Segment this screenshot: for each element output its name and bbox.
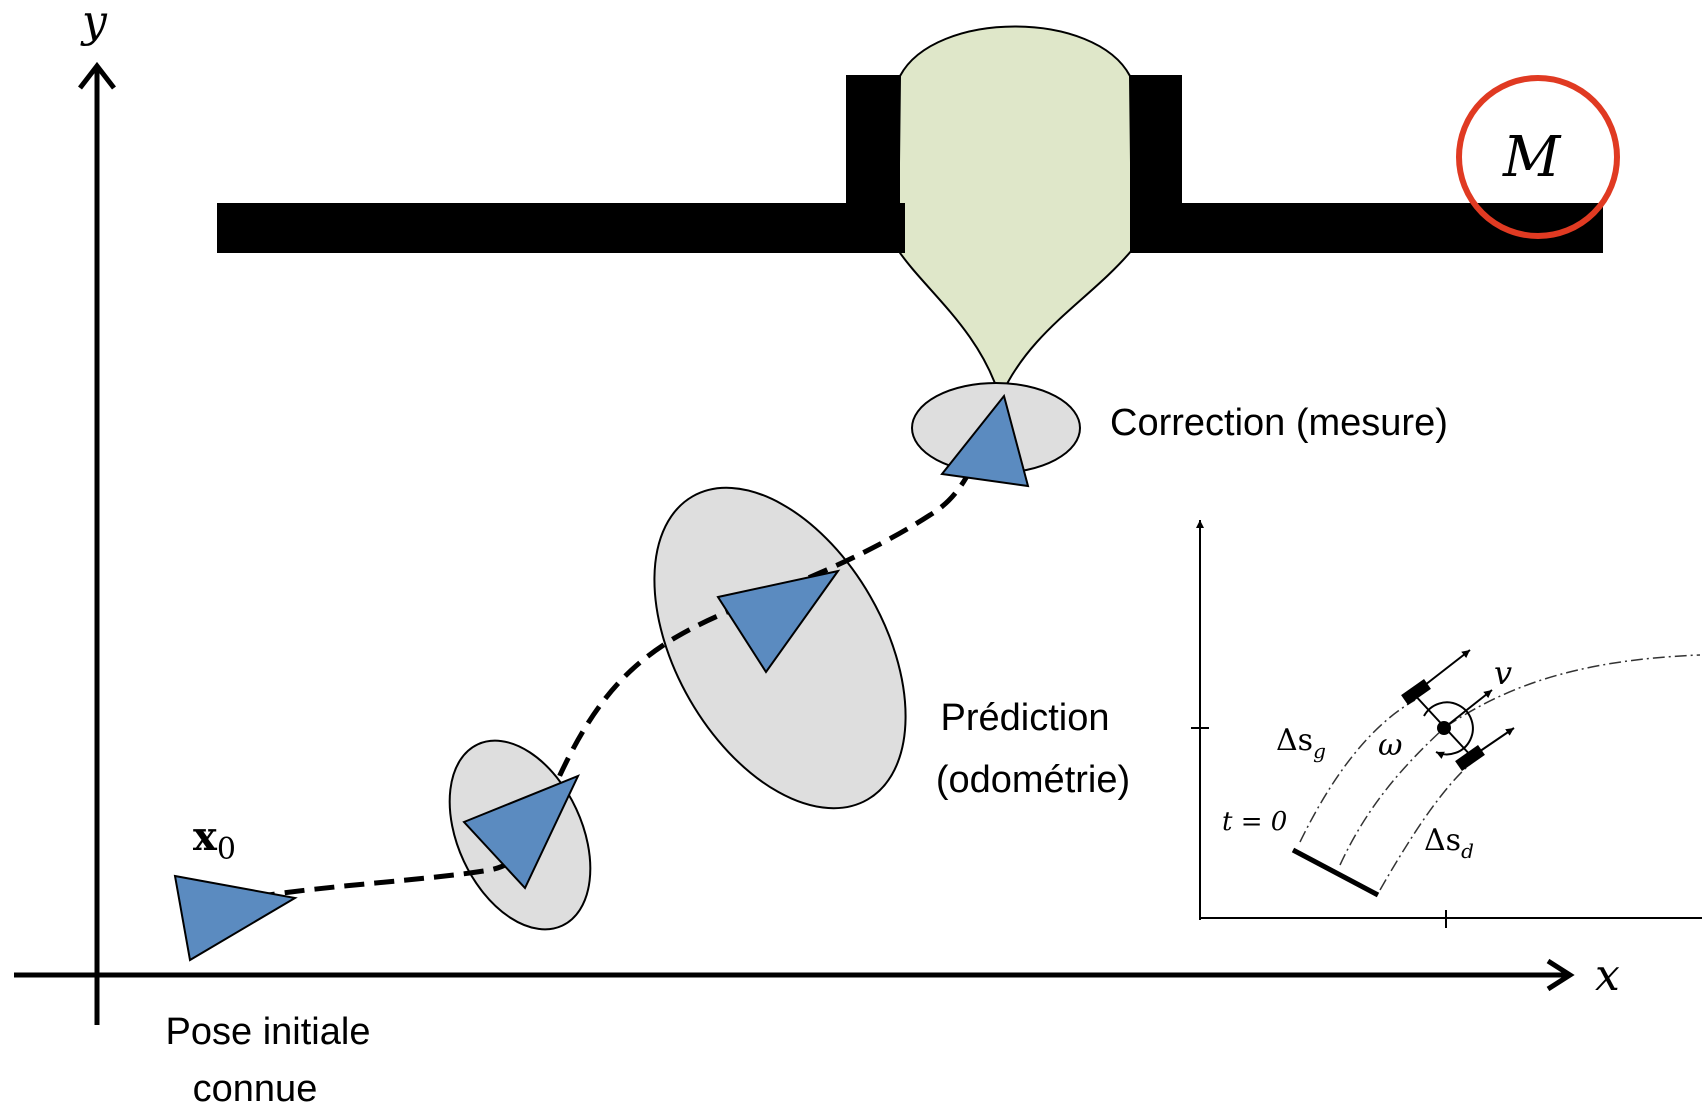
correction-label: Correction (mesure) xyxy=(1110,402,1448,444)
robot-initial-pose xyxy=(173,874,298,962)
landmark-label: M xyxy=(1502,125,1562,190)
y-axis-arrowhead xyxy=(78,61,116,90)
x-axis-arrowhead xyxy=(1546,958,1575,992)
center-velocity-arrow xyxy=(1443,689,1493,729)
wall-left-post xyxy=(846,75,900,253)
robot-pose-2 xyxy=(716,569,841,674)
ds-g-subscript: g xyxy=(1313,739,1326,763)
left-wheel-velocity-arrow xyxy=(1415,649,1471,693)
robot-pose-corrected xyxy=(940,393,1030,488)
ds-g-label: Δsg xyxy=(1276,723,1326,763)
x0-base: x xyxy=(193,813,218,860)
ds-d-label: Δsd xyxy=(1424,823,1474,863)
y-axis-label: y xyxy=(80,0,108,47)
prediction-label-line2: (odométrie) xyxy=(936,759,1130,801)
x0-label: x0 xyxy=(193,813,236,867)
right-wheel-velocity-arrow xyxy=(1469,727,1515,759)
odometry-inset: t = 0 Δsg Δsd ω v xyxy=(1191,520,1702,928)
t0-label: t = 0 xyxy=(1222,807,1287,837)
x0-subscript: 0 xyxy=(217,832,236,867)
landmark-circle xyxy=(1456,75,1620,239)
left-wheel-track xyxy=(1299,699,1416,843)
initial-axle xyxy=(1291,847,1380,898)
omega-rotation-arc xyxy=(1423,701,1474,759)
wall-left-segment xyxy=(217,203,905,253)
v-label: v xyxy=(1494,654,1512,692)
wall xyxy=(217,75,1603,253)
ds-g-base: Δs xyxy=(1276,723,1313,758)
prediction-label-line1: Prédiction xyxy=(941,697,1110,739)
robot-pose-1 xyxy=(462,774,580,890)
sensor-cone xyxy=(896,25,1134,401)
ds-d-base: Δs xyxy=(1424,823,1461,858)
initial-pose-label-line1: Pose initiale xyxy=(166,1011,371,1053)
ds-d-subscript: d xyxy=(1461,839,1474,863)
wall-right-segment xyxy=(1130,203,1603,253)
trajectory xyxy=(254,460,978,900)
main-axes: x y xyxy=(14,0,1620,1025)
omega-label: ω xyxy=(1378,728,1402,763)
x-axis-label: x xyxy=(1595,950,1620,1001)
initial-pose-label-line2: connue xyxy=(193,1068,318,1109)
